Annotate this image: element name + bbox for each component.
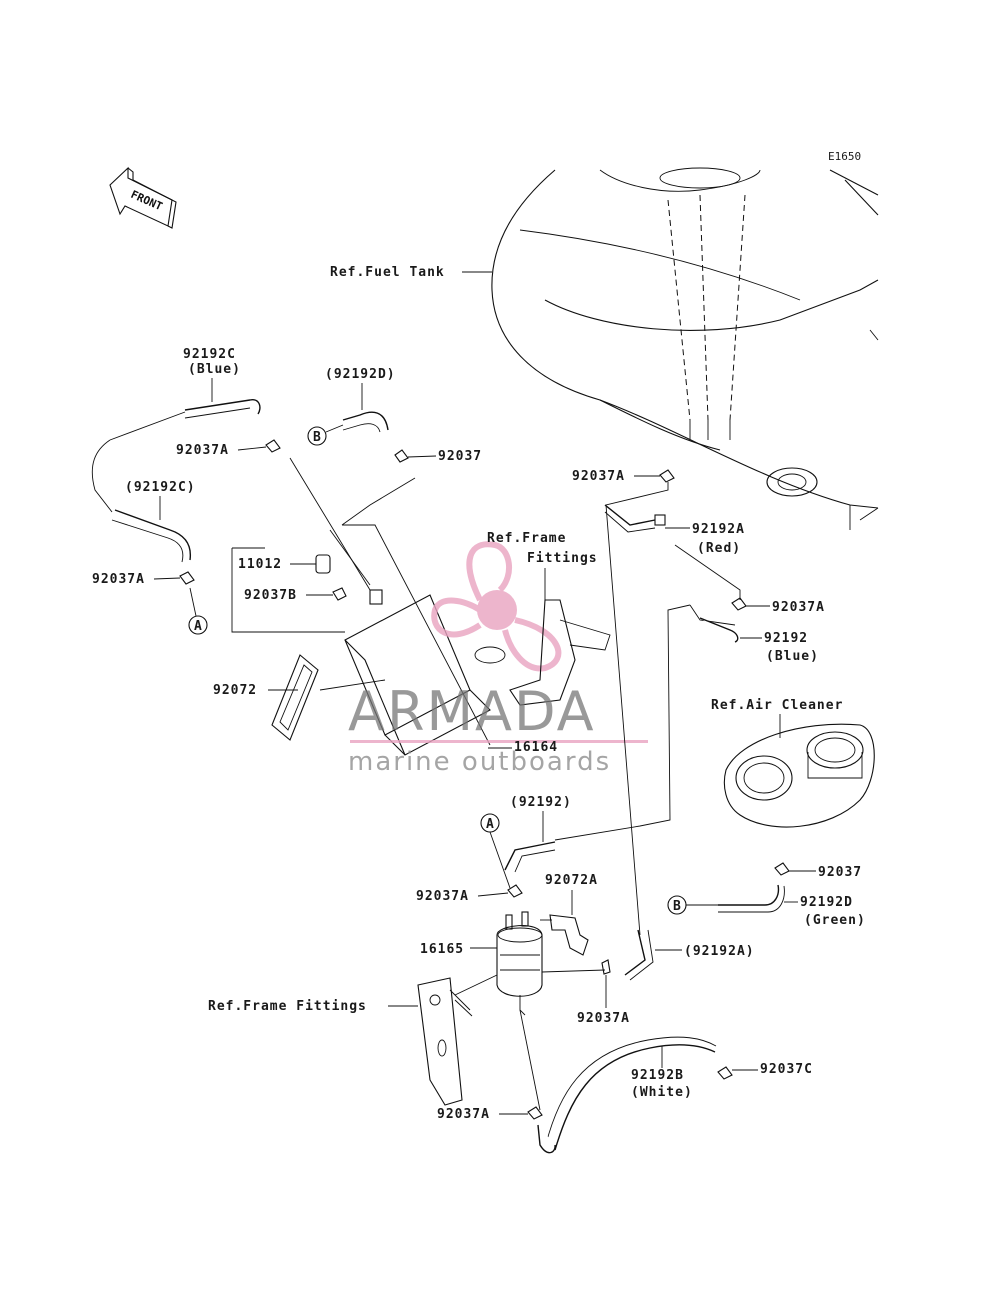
part-92192-label: 92192 (764, 631, 808, 646)
connector-a-icon (188, 587, 208, 635)
part-92192D-label: 92192D (800, 895, 853, 910)
front-arrow-icon: FRONT (109, 166, 177, 229)
hose-92192D-top-drawing (342, 411, 389, 433)
part-92037A-label-2: 92037A (92, 572, 145, 587)
frame-fittings-bottom-drawing (417, 977, 473, 1106)
part-92192C-color: (Blue) (188, 362, 241, 377)
hose-92192B-drawing (519, 1009, 717, 1154)
part-92037-label-1: 92037 (438, 449, 482, 464)
part-92072-label: 92072 (213, 683, 257, 698)
part-16164-label: 16164 (514, 740, 558, 755)
part-11012-label: 11012 (238, 557, 282, 572)
watermark-tagline: marine outboards (348, 747, 611, 777)
hose-92192-lower-drawing (504, 841, 556, 873)
clamp-icon (179, 439, 790, 1120)
connector-a-icon-2 (480, 813, 511, 889)
part-92037B-label: 92037B (244, 588, 297, 603)
part-92037A-label-7: 92037A (437, 1107, 490, 1122)
part-92192C-label: 92192C (183, 347, 236, 362)
part-92192B-color: (White) (631, 1085, 693, 1100)
part-92192-color: (Blue) (766, 649, 819, 664)
part-92192D-color: (Green) (804, 913, 866, 928)
part-92037A-label-5: 92037A (416, 889, 469, 904)
part-16165-label: 16165 (420, 942, 464, 957)
part-92037A-label-4: 92037A (772, 600, 825, 615)
ref-frame-fittings-bottom: Ref.Frame Fittings (208, 999, 367, 1014)
hose-92192D-bottom-drawing (718, 884, 785, 913)
part-92037C-label: 92037C (760, 1062, 813, 1077)
connector-b-label-1: B (313, 430, 322, 445)
part-92037A-label-1: 92037A (176, 443, 229, 458)
ref-air-cleaner-label: Ref.Air Cleaner (711, 698, 843, 713)
air-cleaner-drawing (723, 723, 875, 828)
ref-frame-fittings-top-1: Ref.Frame (487, 531, 566, 546)
watermark-brand: ARMADA (348, 680, 596, 743)
front-label: FRONT (129, 188, 165, 213)
clip-92072A-drawing (549, 914, 589, 956)
part-92192A-color: (Red) (697, 541, 741, 556)
part-92192B-label: 92192B (631, 1068, 684, 1083)
watermark-logo (431, 541, 562, 672)
connector-a-label-2: A (486, 817, 495, 832)
part-92192C-paren-label: (92192C) (125, 480, 196, 495)
part-92192D-paren-label: (92192D) (325, 367, 396, 382)
connector-a-label-1: A (194, 619, 203, 634)
diagram-code: E1650 (828, 150, 861, 163)
part-92192-paren-label: (92192) (510, 795, 572, 810)
connector-b-label-2: B (673, 899, 682, 914)
fuel-tank-drawing (491, 167, 879, 530)
part-92192A-label: 92192A (692, 522, 745, 537)
hose-92192C-drawing (91, 399, 261, 563)
ref-frame-fittings-top-2: Fittings (527, 551, 598, 566)
part-92192A-paren-label: (92192A) (684, 944, 755, 959)
watermark-divider (350, 740, 648, 743)
part-92037-label-2: 92037 (818, 865, 862, 880)
fuel-filter-16165-drawing (496, 911, 543, 1016)
part-92072A-label: 92072A (545, 873, 598, 888)
plug-11012-icon (315, 554, 331, 574)
part-92037A-label-3: 92037A (572, 469, 625, 484)
connector-b-icon (307, 426, 327, 446)
frame-fittings-top-drawing (474, 599, 611, 706)
part-92037A-label-6: 92037A (577, 1011, 630, 1026)
canister-16164-drawing (231, 457, 491, 756)
hose-92192A-top-drawing (604, 504, 666, 533)
hose-92192-blue-drawing (689, 604, 739, 643)
hose-92192A-lower-drawing (624, 929, 654, 981)
ref-fuel-tank-label: Ref.Fuel Tank (330, 265, 445, 280)
pad-92072-drawing (271, 654, 319, 741)
